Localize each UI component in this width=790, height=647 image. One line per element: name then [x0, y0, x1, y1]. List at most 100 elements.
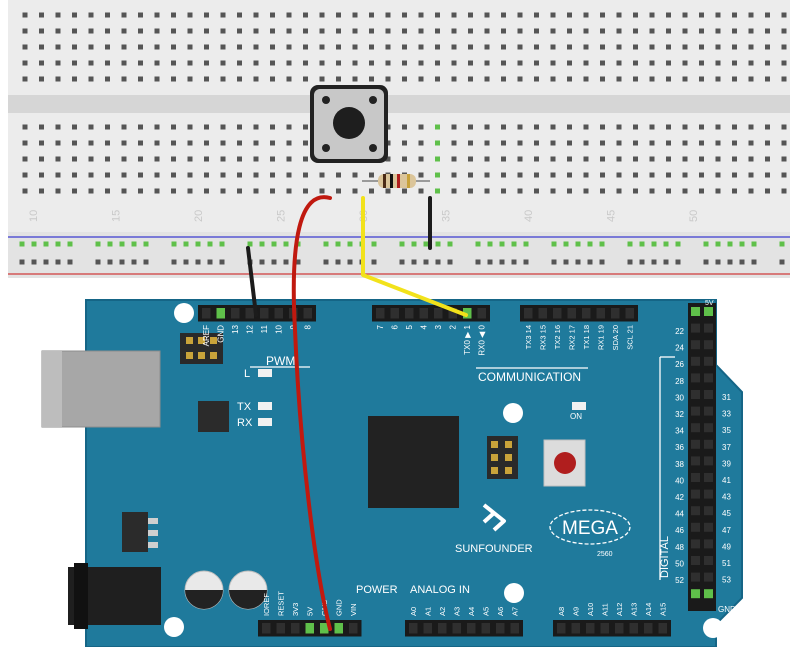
breadboard-hole: [639, 259, 645, 265]
header-pin[interactable]: [704, 307, 713, 316]
breadboard-hole: [131, 259, 137, 265]
header-pin[interactable]: [691, 323, 700, 333]
header-pin[interactable]: [691, 456, 700, 466]
header-pin[interactable]: [571, 623, 581, 634]
header-pin[interactable]: [704, 489, 713, 499]
header-pin[interactable]: [691, 506, 700, 516]
header-pin[interactable]: [538, 308, 548, 319]
header-pin[interactable]: [510, 623, 520, 634]
header-pin[interactable]: [477, 308, 487, 319]
header-pin[interactable]: [553, 308, 562, 319]
breadboard-hole: [715, 60, 721, 66]
header-pin[interactable]: [452, 623, 462, 634]
header-pin[interactable]: [704, 473, 713, 482]
header-pin[interactable]: [423, 623, 433, 634]
header-pin[interactable]: [434, 308, 443, 319]
header-pin[interactable]: [704, 406, 713, 416]
breadboard-hole: [639, 241, 645, 247]
header-pin[interactable]: [704, 456, 713, 466]
header-pin[interactable]: [305, 623, 315, 634]
header-pin[interactable]: [691, 423, 700, 433]
header-pin[interactable]: [625, 308, 635, 319]
header-pin[interactable]: [704, 373, 713, 383]
header-pin[interactable]: [691, 473, 700, 482]
analog-pin-label: A8: [557, 607, 566, 616]
header-pin[interactable]: [691, 439, 700, 449]
header-pin[interactable]: [405, 308, 414, 319]
header-pin[interactable]: [320, 623, 329, 634]
header-pin[interactable]: [231, 308, 240, 319]
header-pin[interactable]: [303, 308, 313, 319]
header-pin[interactable]: [691, 489, 700, 499]
header-pin[interactable]: [691, 522, 700, 532]
header-pin[interactable]: [704, 340, 713, 350]
header-pin[interactable]: [496, 623, 505, 634]
header-pin[interactable]: [629, 623, 639, 634]
header-pin[interactable]: [704, 589, 713, 599]
breadboard-hole: [336, 188, 341, 194]
header-pin[interactable]: [704, 556, 713, 565]
header-pin[interactable]: [216, 308, 226, 319]
header-pin[interactable]: [596, 308, 606, 319]
header-pin[interactable]: [691, 572, 700, 582]
header-pin[interactable]: [202, 308, 211, 319]
header-pin[interactable]: [704, 522, 713, 532]
header-pin[interactable]: [448, 308, 458, 319]
header-pin[interactable]: [349, 623, 358, 634]
header-pin[interactable]: [691, 390, 700, 399]
header-pin[interactable]: [691, 406, 700, 416]
header-pin[interactable]: [691, 356, 700, 366]
header-pin[interactable]: [704, 390, 713, 399]
header-pin[interactable]: [245, 308, 255, 319]
header-pin[interactable]: [615, 623, 624, 634]
header-pin[interactable]: [438, 623, 447, 634]
breadboard-hole: [121, 76, 127, 82]
header-pin[interactable]: [467, 623, 476, 634]
header-pin[interactable]: [262, 623, 271, 634]
header-pin[interactable]: [691, 373, 700, 383]
header-pin[interactable]: [524, 308, 533, 319]
header-pin[interactable]: [334, 623, 344, 634]
header-pin[interactable]: [557, 623, 566, 634]
breadboard-hole: [402, 44, 407, 50]
header-pin[interactable]: [691, 556, 700, 565]
breadboard-hole: [739, 241, 745, 247]
header-pin[interactable]: [567, 308, 577, 319]
header-pin[interactable]: [291, 623, 300, 634]
header-pin[interactable]: [691, 539, 700, 549]
breadboard-hole: [732, 188, 737, 194]
breadboard-hole: [286, 172, 292, 178]
header-pin[interactable]: [390, 308, 400, 319]
header-pin[interactable]: [704, 572, 713, 582]
header-pin[interactable]: [481, 623, 491, 634]
header-pin[interactable]: [704, 539, 713, 549]
header-pin[interactable]: [274, 308, 284, 319]
header-pin[interactable]: [704, 439, 713, 449]
header-pin[interactable]: [586, 623, 595, 634]
header-pin[interactable]: [658, 623, 668, 634]
header-pin[interactable]: [409, 623, 418, 634]
header-pin[interactable]: [704, 423, 713, 433]
push-button[interactable]: [310, 85, 388, 163]
reset-button[interactable]: [543, 439, 586, 487]
header-pin[interactable]: [582, 308, 591, 319]
header-pin[interactable]: [600, 623, 610, 634]
header-pin[interactable]: [704, 506, 713, 516]
header-pin[interactable]: [704, 323, 713, 333]
breadboard-hole: [682, 76, 688, 82]
header-pin[interactable]: [691, 589, 700, 599]
breadboard-hole: [283, 259, 289, 265]
breadboard-hole: [765, 188, 770, 194]
breadboard-hole: [295, 259, 301, 265]
header-pin[interactable]: [463, 308, 472, 319]
header-pin[interactable]: [376, 308, 385, 319]
header-pin[interactable]: [691, 340, 700, 350]
header-pin[interactable]: [644, 623, 653, 634]
header-pin[interactable]: [704, 356, 713, 366]
header-pin[interactable]: [419, 308, 429, 319]
header-pin[interactable]: [691, 307, 700, 316]
header-pin[interactable]: [611, 308, 620, 319]
digital-pin-label: 28: [675, 377, 684, 386]
header-pin[interactable]: [260, 308, 269, 319]
header-pin[interactable]: [276, 623, 286, 634]
